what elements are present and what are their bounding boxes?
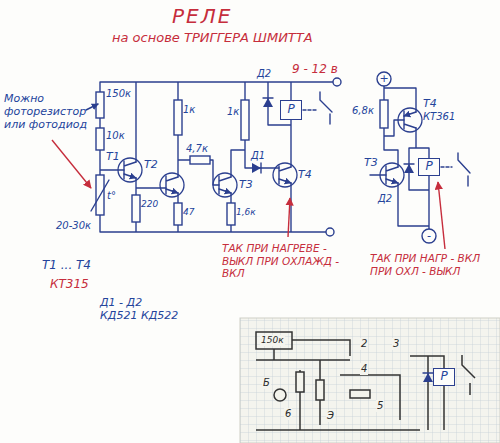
circuit-label: Д1: [251, 150, 265, 162]
resistor-symbol: [174, 203, 182, 225]
transistor-symbol: [273, 163, 297, 187]
circuit-label: 1,6к: [236, 207, 256, 218]
relay-coil: Р: [280, 100, 302, 120]
resistor-symbol: [380, 100, 388, 128]
circuit-label: 9 - 12 в: [292, 62, 338, 76]
circuit-label: 150к: [106, 88, 131, 100]
transistor-symbol: [380, 163, 404, 187]
circuit-label: +: [377, 72, 391, 85]
relay-link: [441, 166, 452, 167]
circuit-label: Т4: [298, 168, 312, 181]
title-text: РЕЛЕ: [172, 4, 232, 28]
circuit-label: Т3: [239, 178, 253, 191]
main-circuit: [86, 78, 341, 236]
circuit-label: t°: [107, 190, 116, 202]
resistor-symbol: [227, 203, 235, 225]
circuit-label: 4: [360, 363, 368, 375]
circuit-label: 2: [360, 338, 368, 350]
circuit-label: ТАК ПРИ НАГР - ВКЛ ПРИ ОХЛ - ВЫКЛ: [370, 252, 495, 277]
transistor-symbol: [160, 173, 184, 197]
thermistor-mark: [91, 180, 109, 211]
circuit-label: КТ315: [50, 277, 89, 291]
resistor-symbol: [241, 100, 249, 140]
coil-letter: Р: [440, 370, 447, 383]
relay-contact: [320, 92, 332, 124]
circuit-label: 6,8к: [352, 105, 374, 117]
circuit-label: КТ361: [423, 111, 455, 123]
circuit-label: 1к: [227, 106, 239, 118]
circuit-label: Т4: [423, 97, 437, 110]
circuit-label: ТАК ПРИ НАГРЕВЕ - ВЫКЛ ПРИ ОХЛАЖД - ВКЛ: [222, 242, 352, 280]
terminal: [326, 228, 334, 236]
circuit-label: 1к: [183, 104, 195, 116]
circuit-label: 47: [183, 207, 194, 218]
wire: [100, 82, 333, 232]
relay-coil: Р: [433, 368, 455, 386]
circuit-label: Д1 - Д2 КД521 КД522: [100, 296, 180, 322]
transistor-symbol: [118, 158, 142, 182]
resistor-symbol: [132, 195, 140, 222]
circuit-label: Д2: [257, 68, 271, 80]
coil-letter: Р: [287, 103, 294, 116]
circuit-label: Т3: [364, 156, 378, 169]
pot-wiper: [86, 104, 98, 110]
circuit-label: Можно фоторезистор или фотодиод: [4, 92, 90, 132]
alt-circuit: [370, 72, 470, 243]
coil-letter: Р: [425, 160, 432, 173]
circuit-label: -: [422, 229, 436, 242]
board-photo: [240, 318, 500, 443]
resistor-symbol: [190, 156, 210, 164]
circuit-label: Б: [262, 377, 271, 389]
resistor-symbol: [174, 100, 182, 135]
terminal: [422, 229, 436, 243]
circuit-label: 6: [284, 408, 292, 420]
circuit-label: 10к: [106, 130, 125, 142]
resistor-symbol: [96, 128, 104, 150]
circuit-label: 220: [141, 199, 158, 210]
callout-arrows: [52, 140, 445, 249]
terminal: [333, 78, 341, 86]
circuit-label: Т2: [144, 158, 158, 171]
circuit-label: на основе ТРИГГЕРА ШМИТТА: [112, 30, 313, 46]
relay-coil: Р: [418, 158, 440, 176]
transistor-symbol: [398, 108, 422, 132]
circuit-label: Т1 ... Т4: [42, 258, 91, 272]
circuit-label: 150к: [260, 335, 285, 346]
circuit-label: 3: [392, 338, 400, 350]
circuit-label: Т1: [106, 150, 120, 163]
diode-symbol: [404, 164, 414, 173]
relay-contact: [458, 153, 470, 186]
circuit-label: Д2: [378, 193, 392, 205]
terminal: [377, 72, 391, 86]
circuit-label: 5: [376, 400, 384, 412]
diode-symbol: [263, 98, 273, 107]
circuit-label: Э: [326, 410, 335, 422]
circuit-label: 4,7к: [186, 143, 208, 155]
relay-link: [303, 109, 316, 110]
circuit-label: 20-30к: [56, 220, 91, 232]
diode-symbol: [252, 163, 261, 173]
transistor-symbol: [213, 173, 237, 197]
